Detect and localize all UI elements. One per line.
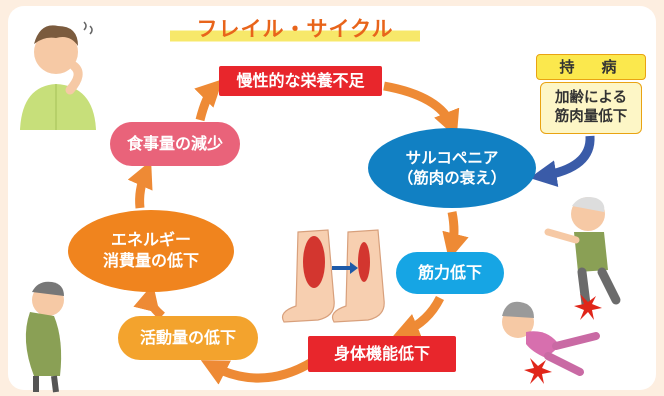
- chronic-disease-label: 持 病: [536, 54, 646, 80]
- node-label: 身体機能低下: [333, 343, 430, 363]
- node-label: 筋力低下: [417, 262, 482, 282]
- age-muscle-loss-box: 加齢による 筋肉量低下: [540, 82, 642, 134]
- node-label: 食事量の減少: [126, 133, 223, 153]
- arrow-food-to-top: [194, 79, 223, 122]
- node-activity-decline: 活動量の低下: [118, 316, 258, 360]
- node-label: 活動量の低下: [139, 327, 236, 347]
- arrow-sarcopenia-to-strength: [442, 211, 469, 261]
- node-label: サルコペニア （筋肉の衰え）: [397, 148, 507, 187]
- diagram-title: フレイル・サイクル: [170, 14, 420, 44]
- node-sarcopenia: サルコペニア （筋肉の衰え）: [368, 128, 536, 208]
- node-chronic-malnutrition: 慢性的な栄養不足: [219, 66, 382, 96]
- arrow-physical-to-activity: [200, 358, 315, 385]
- node-label: エネルギー 消費量の低下: [102, 230, 199, 270]
- node-physical-decline: 身体機能低下: [308, 336, 456, 372]
- fallen-woman-illustration: [502, 301, 600, 384]
- node-food-decline: 食事量の減少: [110, 122, 240, 166]
- arrow-activity-to-energy: [133, 283, 165, 320]
- arrow-energy-to-food: [127, 160, 153, 209]
- falling-man-illustration: [544, 197, 621, 320]
- worried-person-illustration: [20, 21, 96, 130]
- arrow-top-to-sarcopenia: [383, 81, 460, 138]
- arrow-cause-to-sarcopenia: [529, 135, 595, 188]
- node-energy-decline: エネルギー 消費量の低下: [68, 210, 234, 292]
- leg-muscle-illustration: [281, 229, 385, 323]
- arrow-strength-to-physical: [392, 295, 445, 339]
- node-strength-loss: 筋力低下: [396, 252, 504, 294]
- elderly-man-illustration: [25, 281, 64, 393]
- node-label: 慢性的な栄養不足: [236, 70, 365, 90]
